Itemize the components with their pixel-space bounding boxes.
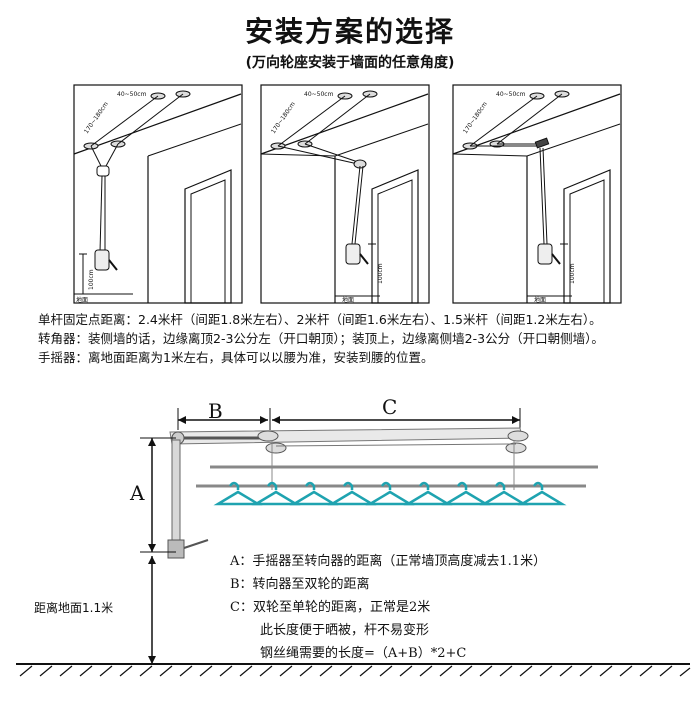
legend-cable-length: 钢丝绳需要的长度=（A+B）*2+C [260, 646, 467, 661]
floor-label: 地面 [76, 296, 88, 304]
dim-height-label: 100cm [377, 263, 384, 284]
dim-top-label: 40~50cm [117, 91, 147, 98]
dim-diag-label: 170~180cm [462, 101, 489, 136]
install-panel-2: 40~50cm 170~180cm 100cm 地面 [260, 84, 430, 304]
page-subtitle: (万向轮座安装于墙面的任意角度) [245, 55, 455, 71]
legend-c: C：双轮至单轮的距离，正常是2米 [230, 600, 431, 615]
install-notes: 单杆固定点距离：2.4米杆（间距1.8米左右）、2米杆（间距1.6米左右）、1.… [38, 310, 678, 367]
dim-diag-label: 170~180cm [270, 101, 297, 136]
label-b: B [208, 399, 223, 423]
dimension-diagram: B C [0, 380, 700, 704]
dim-top-label: 40~50cm [496, 91, 526, 98]
legend-c-note: 此长度便于晒被，杆不易变形 [260, 623, 430, 638]
label-a: A [129, 481, 145, 505]
legend-b: B：转向器至双轮的距离 [230, 577, 370, 592]
note-hand-crank: 手摇器：离地面距离为1米左右，具体可以以腰为准，安装到腰的位置。 [38, 350, 434, 365]
floor-distance-label: 距离地面1.1米 [34, 600, 113, 615]
dim-height-label: 100cm [88, 269, 95, 290]
hanger-row [213, 481, 567, 506]
dim-diag-label: 170~180cm [83, 101, 110, 136]
floor-label: 地面 [534, 296, 546, 304]
label-c: C [382, 395, 397, 419]
floor-label: 地面 [342, 296, 354, 304]
note-rod-spacing: 单杆固定点距离：2.4米杆（间距1.8米左右）、2米杆（间距1.6米左右）、1.… [38, 312, 602, 327]
page-title: 安装方案的选择 [244, 15, 455, 48]
install-panel-1: 40~50cm 170~180cm 100cm 地面 [73, 84, 243, 304]
install-panel-3: 40~50cm 170~180cm 100cm 地面 [452, 84, 622, 304]
legend-a: A：手摇器至转向器的距离（正常墙顶高度减去1.1米） [230, 554, 547, 569]
dim-top-label: 40~50cm [304, 91, 334, 98]
note-corner-turner: 转角器：装侧墙的话，边缘离顶2-3公分左（开口朝顶）；装顶上，边缘离侧墙2-3公… [38, 331, 604, 346]
dim-height-label: 100cm [569, 263, 576, 284]
